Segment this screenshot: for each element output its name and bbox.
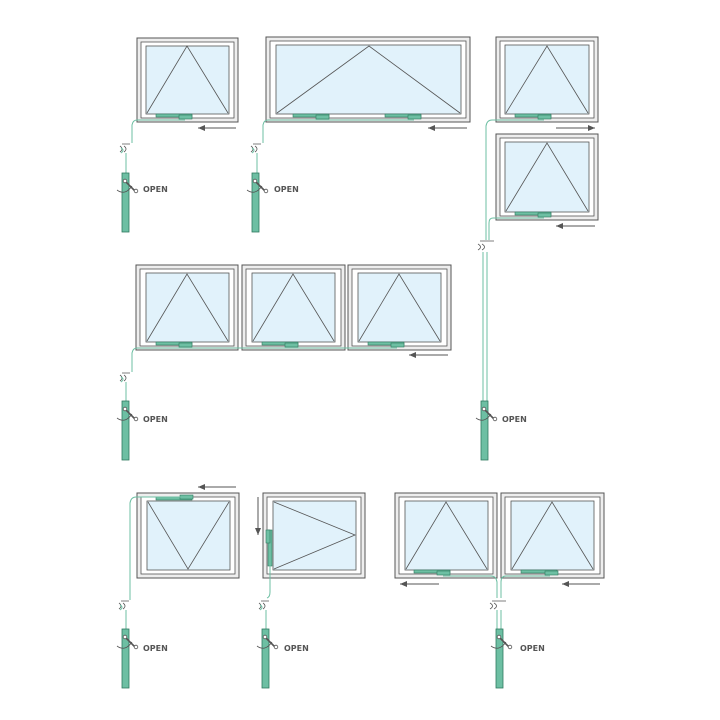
window-g2 (500, 492, 605, 579)
open-label: OPEN (502, 415, 527, 424)
open-label: OPEN (143, 185, 168, 194)
open-label: OPEN (520, 644, 545, 653)
crank-operator-1 (116, 172, 139, 233)
open-label: OPEN (143, 415, 168, 424)
open-label: OPEN (143, 644, 168, 653)
window-g1 (394, 492, 498, 579)
crank-operator-6 (256, 628, 279, 689)
window-b (265, 36, 471, 123)
window-d1 (135, 264, 239, 351)
crank-operator-3 (116, 400, 139, 461)
window-e (136, 492, 240, 579)
window-c-top (495, 36, 599, 123)
window-f (262, 492, 366, 579)
open-label: OPEN (274, 185, 299, 194)
crank-operator-7 (490, 628, 513, 689)
open-label: OPEN (284, 644, 309, 653)
window-d3 (347, 264, 452, 351)
window-a (136, 37, 239, 123)
crank-operator-5 (475, 400, 498, 461)
crank-operator-2 (246, 172, 269, 233)
crank-operator-4 (116, 628, 139, 689)
window-d2 (241, 264, 346, 351)
window-c-bottom (495, 133, 599, 221)
